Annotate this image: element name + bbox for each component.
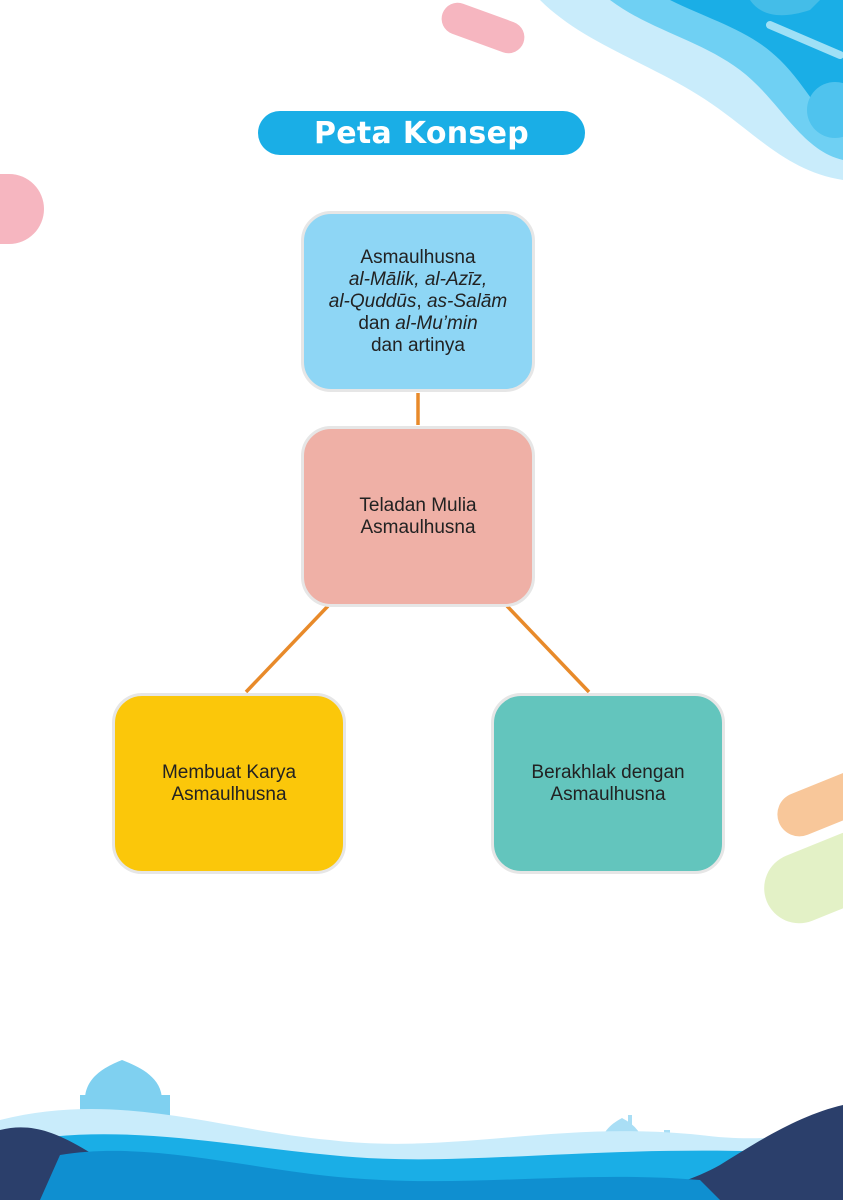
concept-node-berakhlak: Berakhlak dengan Asmaulhusna <box>491 693 725 874</box>
node-top-line-3-separator: , <box>416 290 427 312</box>
connector-middle-right <box>505 604 591 694</box>
title-banner: Peta Konsep <box>258 111 585 155</box>
concept-node-asmaulhusna: Asmaulhusna al-Mālik, al-Azīz, al-Quddūs… <box>301 211 535 392</box>
concept-node-membuat-karya: Membuat Karya Asmaulhusna <box>112 693 346 874</box>
connector-middle-left <box>244 604 330 694</box>
node-top-line-1: Asmaulhusna <box>360 246 476 268</box>
node-top-line-5: dan artinya <box>370 334 465 356</box>
node-left-line-2: Asmaulhusna <box>171 783 287 805</box>
node-top-line-4a: dan <box>358 312 396 334</box>
node-top-line-3a: al-Quddūs <box>328 290 417 312</box>
node-top-line-4b: al-Mu’min <box>395 312 478 334</box>
node-top-line-2: al-Mālik, al-Azīz, <box>348 268 488 290</box>
node-middle-line-1: Teladan Mulia <box>359 494 477 516</box>
node-left-line-1: Membuat Karya <box>161 761 297 783</box>
concept-node-teladan-mulia: Teladan Mulia Asmaulhusna <box>301 426 535 607</box>
node-middle-line-2: Asmaulhusna <box>360 516 476 538</box>
top-right-wave-decoration <box>540 0 843 180</box>
node-top-line-3b: as-Salām <box>426 290 508 312</box>
node-right-line-2: Asmaulhusna <box>550 783 666 805</box>
node-right-line-1: Berakhlak dengan <box>531 761 685 783</box>
bottom-wave-mosque-decoration <box>0 1060 843 1200</box>
page-title: Peta Konsep <box>313 115 530 151</box>
